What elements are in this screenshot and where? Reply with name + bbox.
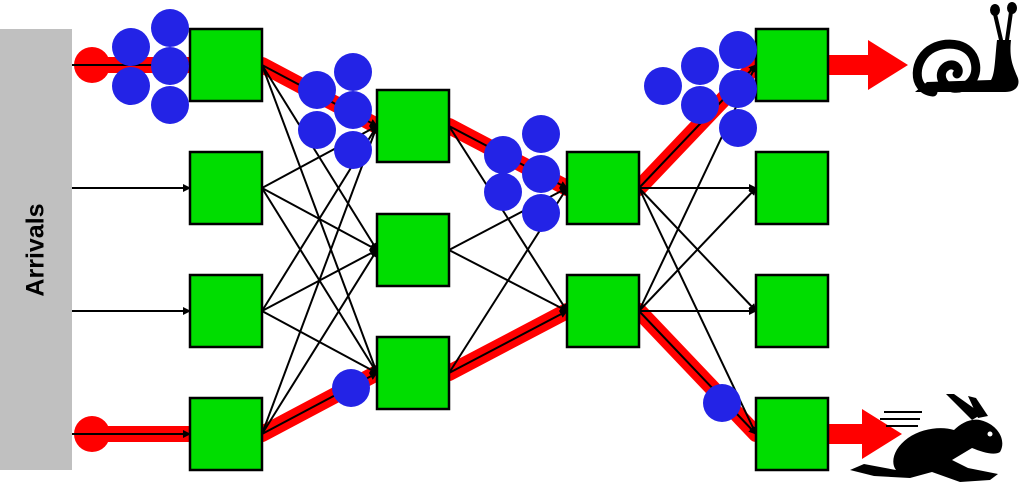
server-node	[567, 152, 639, 224]
highlighted-paths	[74, 40, 908, 459]
job-circle	[112, 28, 150, 66]
job-circle	[151, 86, 189, 124]
server-node	[567, 275, 639, 347]
job-circle	[719, 31, 757, 69]
job-circle	[719, 70, 757, 108]
job-circle	[334, 91, 372, 129]
snail-icon	[915, 2, 1019, 92]
job-circle	[644, 67, 682, 105]
job-circle	[332, 369, 370, 407]
server-node	[756, 29, 828, 101]
server-node	[756, 152, 828, 224]
server-node	[377, 337, 449, 409]
job-circle	[522, 155, 560, 193]
fast-output-arrow	[828, 409, 902, 459]
edge-arrow	[449, 311, 567, 373]
job-circle	[298, 71, 336, 109]
server-node	[190, 29, 262, 101]
job-circle	[703, 384, 741, 422]
job-circle	[112, 67, 150, 105]
server-node	[756, 275, 828, 347]
server-node	[190, 275, 262, 347]
edge-arrow	[639, 311, 756, 434]
job-circle	[334, 131, 372, 169]
job-circle	[681, 47, 719, 85]
job-circle	[522, 115, 560, 153]
job-circle	[334, 53, 372, 91]
slow-output-arrow	[828, 40, 908, 90]
server-node	[190, 152, 262, 224]
job-circle	[151, 9, 189, 47]
job-circle	[719, 109, 757, 147]
job-circle	[681, 86, 719, 124]
job-circle	[484, 173, 522, 211]
server-node	[377, 90, 449, 162]
job-circle	[522, 194, 560, 232]
server-node	[377, 214, 449, 286]
server-node	[190, 398, 262, 470]
job-circle	[484, 136, 522, 174]
server-node	[756, 398, 828, 470]
job-circle	[151, 47, 189, 85]
job-circle	[298, 111, 336, 149]
